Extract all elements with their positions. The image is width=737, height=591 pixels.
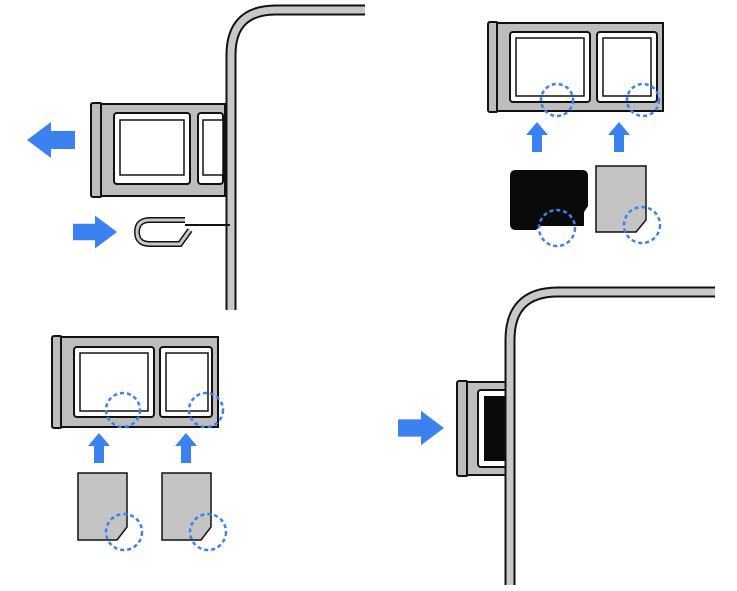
dashed-circle-icon — [539, 82, 575, 118]
arrow-up-icon — [608, 122, 630, 152]
arrow-up-icon — [526, 122, 548, 152]
panel-place-microsd-and-sim — [487, 21, 664, 248]
dashed-circle-icon — [622, 205, 662, 245]
dashed-circle-icon — [104, 391, 142, 429]
arrow-left-icon — [27, 122, 75, 158]
nano-sim-card — [77, 472, 128, 541]
dashed-circle-icon — [537, 208, 577, 248]
panel-place-two-nano-sims — [51, 335, 228, 552]
phone-body-corner — [225, 4, 365, 310]
dashed-circle-icon — [104, 512, 144, 552]
dashed-circle-icon — [187, 391, 225, 429]
arrow-right-icon — [73, 215, 117, 249]
phone-body-corner-inner — [506, 288, 715, 585]
dashed-circle-icon — [625, 82, 661, 118]
panel-insert-tray — [398, 286, 715, 585]
arrow-up-icon — [88, 433, 110, 463]
arrow-right-icon — [398, 410, 444, 446]
nano-sim-card — [595, 165, 647, 233]
microsd-card — [510, 170, 588, 230]
sim-eject-pin-icon — [133, 217, 230, 247]
nano-sim-card — [161, 472, 212, 541]
sim-tray — [487, 21, 664, 113]
sim-tray — [90, 102, 226, 198]
panel-remove-tray — [27, 4, 365, 310]
phone-body-corner — [504, 286, 715, 585]
sim-tray — [51, 335, 219, 429]
arrow-up-icon — [175, 433, 197, 463]
dashed-circle-icon — [188, 512, 228, 552]
phone-body-corner-inner — [227, 6, 365, 310]
